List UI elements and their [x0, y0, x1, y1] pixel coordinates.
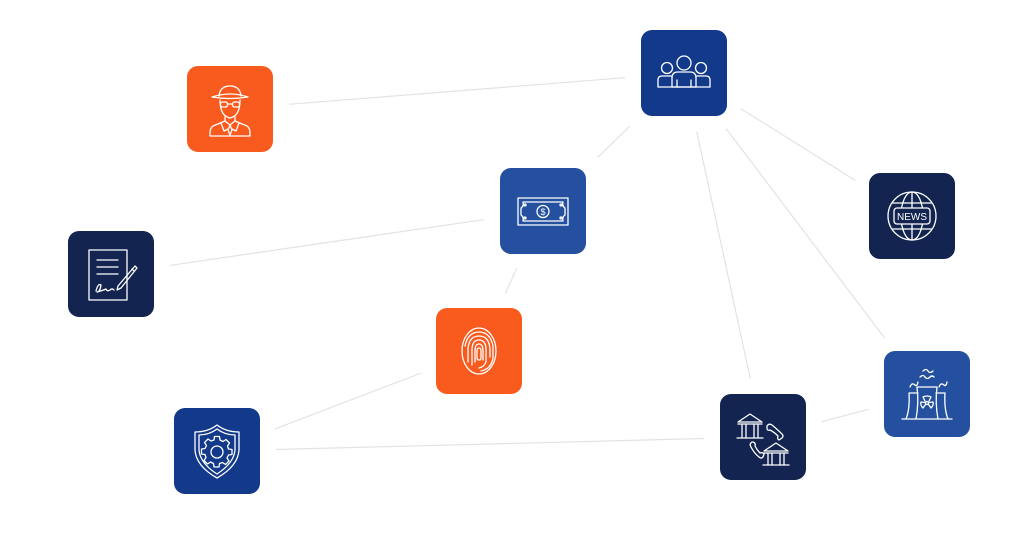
- node-people[interactable]: [641, 30, 727, 116]
- news-label: NEWS: [897, 212, 927, 223]
- edge-fingerprint-shield: [274, 372, 422, 430]
- edge-people-plant: [725, 128, 886, 339]
- spy-agent-icon: [209, 85, 251, 137]
- node-spy[interactable]: [187, 66, 273, 152]
- shield-gear-icon: [194, 424, 240, 479]
- edge-money-contract: [169, 218, 485, 267]
- signed-contract-icon: [88, 249, 138, 301]
- nuclear-plant-icon: [901, 368, 953, 420]
- bank-transfer-phone-icon: [736, 413, 790, 466]
- edge-people-news: [740, 107, 856, 182]
- edge-money-fingerprint: [504, 268, 518, 294]
- svg-text:$: $: [540, 207, 545, 217]
- edge-people-banks: [696, 131, 751, 379]
- edge-banks-plant: [821, 408, 869, 423]
- node-news[interactable]: NEWS: [869, 173, 955, 259]
- node-shield[interactable]: [174, 408, 260, 494]
- fingerprint-icon: [461, 327, 497, 375]
- group-people-icon: [657, 55, 711, 88]
- dollar-bill-icon: $: [517, 197, 569, 226]
- edge-shield-banks: [275, 437, 705, 451]
- node-fingerprint[interactable]: [436, 308, 522, 394]
- node-money[interactable]: $: [500, 168, 586, 254]
- node-banks[interactable]: [720, 394, 806, 480]
- edge-people-money: [597, 125, 630, 159]
- node-plant[interactable]: [884, 351, 970, 437]
- edge-spy-people: [288, 77, 626, 105]
- node-contract[interactable]: [68, 231, 154, 317]
- globe-news-icon: NEWS: [887, 191, 937, 241]
